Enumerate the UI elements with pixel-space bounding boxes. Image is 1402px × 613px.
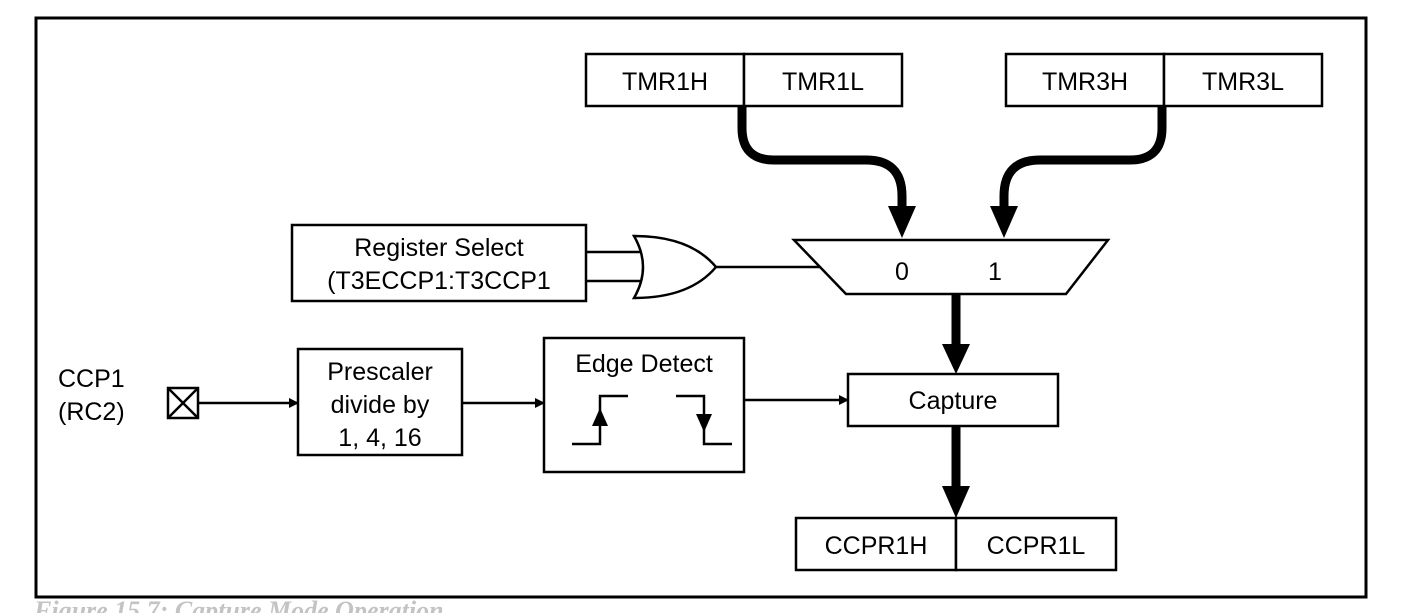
register-select-line2: (T3ECCP1:T3CCP1 bbox=[327, 267, 551, 295]
capture-box: Capture bbox=[846, 372, 1060, 428]
edge-detect-title: Edge Detect bbox=[575, 350, 713, 378]
register-select-line1: Register Select bbox=[354, 234, 524, 262]
capture-to-ccpr1-arrow bbox=[942, 426, 970, 518]
ccpr1-register: CCPR1H CCPR1L bbox=[794, 516, 1118, 572]
or-gate bbox=[631, 234, 718, 300]
prescaler-line3: 1, 4, 16 bbox=[338, 424, 421, 452]
figure-caption-text: Figure 15.7: Capture Mode Operation bbox=[34, 596, 444, 613]
prescaler-line1: Prescaler bbox=[327, 358, 433, 386]
prescaler-box: Prescaler divide by 1, 4, 16 bbox=[296, 347, 464, 457]
tmr3l-label: TMR3L bbox=[1202, 68, 1284, 96]
pin-name-label: CCP1 bbox=[58, 365, 125, 393]
tmr1-bus-arrow bbox=[737, 106, 916, 238]
edge-detect-box: Edge Detect bbox=[542, 336, 746, 474]
capture-label: Capture bbox=[909, 387, 998, 415]
tmr1h-label: TMR1H bbox=[622, 68, 708, 96]
multiplexer: 0 1 bbox=[791, 238, 1111, 296]
tmr1l-label: TMR1L bbox=[782, 68, 864, 96]
tmr3-bus-arrow bbox=[990, 106, 1167, 238]
mux-input-0-label: 0 bbox=[895, 258, 909, 286]
tmr1-register: TMR1H TMR1L bbox=[584, 52, 904, 108]
outer-frame bbox=[34, 16, 1368, 599]
ccpr1h-label: CCPR1H bbox=[825, 532, 928, 560]
register-select-box: Register Select (T3ECCP1:T3CCP1 bbox=[290, 223, 588, 303]
prescaler-line2: divide by bbox=[331, 391, 430, 419]
figure-caption: Figure 15.7: Capture Mode Operation bbox=[34, 596, 734, 613]
ccpr1l-label: CCPR1L bbox=[987, 532, 1086, 560]
pin-icon bbox=[166, 386, 200, 420]
mux-input-1-label: 1 bbox=[988, 258, 1002, 286]
falling-edge-icon bbox=[676, 394, 732, 446]
mux-to-capture-arrow bbox=[942, 294, 970, 374]
tmr3h-label: TMR3H bbox=[1042, 68, 1128, 96]
tmr3-register: TMR3H TMR3L bbox=[1004, 52, 1324, 108]
rising-edge-icon bbox=[572, 394, 628, 446]
pin-port-label: (RC2) bbox=[58, 398, 125, 426]
